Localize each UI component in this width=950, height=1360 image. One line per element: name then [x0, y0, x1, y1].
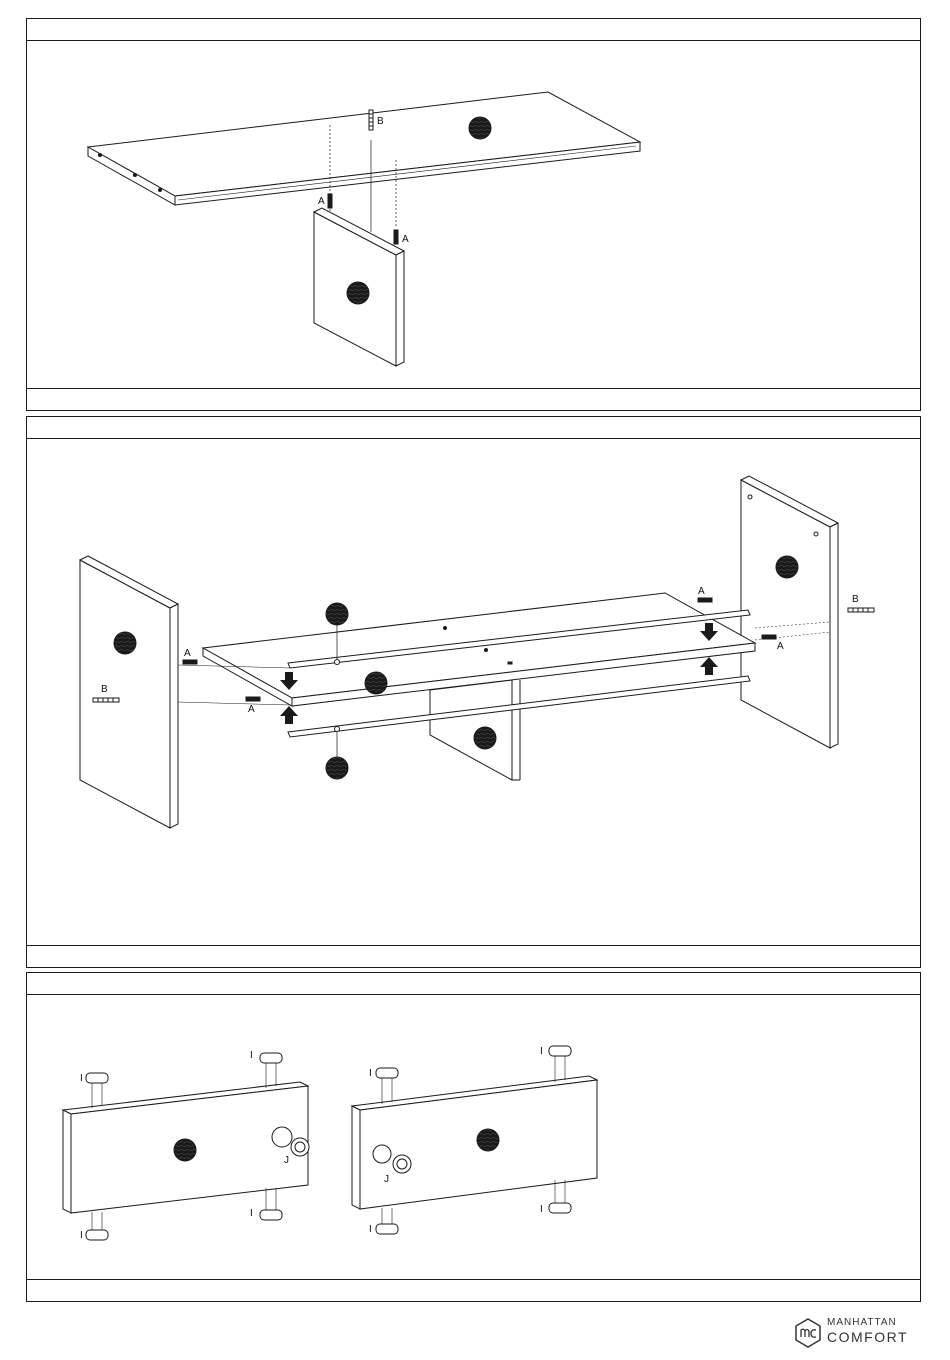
hinge-icon — [549, 1180, 571, 1213]
label-i: I — [540, 1046, 543, 1057]
dowel-a-right — [394, 230, 398, 244]
arrow-up-icon — [700, 657, 718, 675]
brand-line-2: COMFORT — [827, 1329, 908, 1346]
part-badge — [474, 727, 496, 749]
hinge-icon — [549, 1046, 571, 1082]
label-a: A — [248, 704, 255, 715]
dowel-a — [183, 660, 197, 664]
center-divider — [430, 680, 520, 780]
hinge-icon — [86, 1073, 108, 1108]
dowel-a — [246, 697, 260, 701]
step-1-drawing — [88, 92, 640, 366]
label-i: I — [369, 1068, 372, 1079]
hinge-icon — [376, 1208, 398, 1234]
hinge-icon — [260, 1188, 282, 1220]
hinge-icon — [376, 1068, 398, 1104]
cam-bolt-b-right — [848, 608, 874, 612]
label-b: B — [101, 684, 108, 695]
arrow-up-icon — [280, 706, 298, 724]
right-side-panel — [741, 476, 838, 748]
part-badge — [347, 282, 369, 304]
left-door-panel — [63, 1053, 309, 1240]
label-i: I — [80, 1230, 83, 1241]
cam-bolt-b-left — [93, 698, 119, 702]
step-2-drawing — [80, 476, 874, 828]
label-b: B — [377, 116, 384, 127]
hinge-icon — [86, 1212, 108, 1240]
part-badge — [326, 757, 348, 779]
label-i: I — [250, 1208, 253, 1219]
left-side-panel — [80, 556, 178, 828]
dowel-a — [762, 635, 776, 639]
part-badge — [326, 603, 348, 625]
dowel-a — [698, 598, 712, 602]
part-badge — [365, 672, 387, 694]
manhattan-comfort-logo: MANHATTAN COMFORT — [793, 1312, 918, 1352]
step-3-drawing — [63, 1046, 597, 1240]
label-a: A — [318, 196, 325, 207]
brand-mark-icon — [793, 1318, 823, 1348]
top-panel — [88, 92, 640, 205]
label-i: I — [369, 1224, 372, 1235]
dowel-a-left — [328, 194, 332, 208]
label-i: I — [540, 1204, 543, 1215]
cam-bolt-b — [369, 110, 373, 130]
part-badge — [174, 1139, 196, 1161]
label-b: B — [852, 594, 859, 605]
part-badge — [776, 556, 798, 578]
label-a: A — [184, 648, 191, 659]
label-j: J — [384, 1174, 389, 1185]
label-i: I — [80, 1073, 83, 1084]
label-j: J — [284, 1155, 289, 1166]
label-a: A — [777, 641, 784, 652]
label-i: I — [250, 1050, 253, 1061]
label-a: A — [698, 586, 705, 597]
part-badge — [469, 117, 491, 139]
brand-name: MANHATTAN COMFORT — [827, 1316, 908, 1346]
right-door-panel — [352, 1046, 597, 1234]
part-badge — [477, 1129, 499, 1151]
brand-line-1: MANHATTAN — [827, 1316, 908, 1329]
label-a: A — [402, 234, 409, 245]
part-badge — [114, 632, 136, 654]
hinge-icon — [260, 1053, 282, 1088]
